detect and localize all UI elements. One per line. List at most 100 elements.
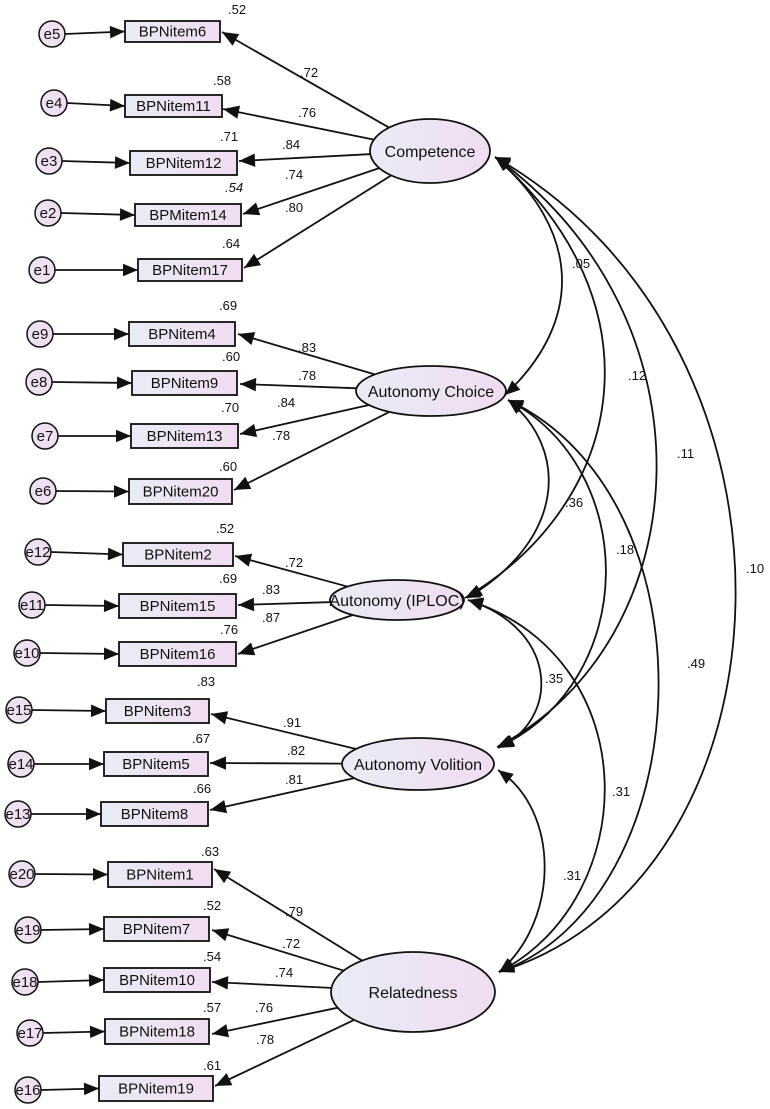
error-label: e18 [12,974,37,991]
loading-label: .78 [256,1032,274,1047]
r-squared-label: .83 [197,674,215,689]
correlation-label: .36 [565,495,583,510]
loading-arrowhead [234,476,252,490]
loading-label: .76 [255,1000,273,1015]
error-label: e3 [41,153,58,170]
r-squared-label: .69 [219,571,237,586]
error-label: e2 [40,205,57,222]
correlation-label: .31 [612,784,630,799]
item-box [104,1018,210,1045]
error-arrowhead [103,599,119,613]
error-label: e20 [9,866,34,883]
latent-factor [369,118,491,184]
loading-path [238,153,372,162]
item-box [128,321,236,347]
loading-arrowhead [212,1024,230,1038]
loading-label: .72 [282,936,300,951]
covariance-arrowhead [467,584,484,598]
loading-path [222,108,376,141]
item-box [134,203,242,227]
item-label: BPNitem3 [124,703,192,720]
error-label: e7 [37,428,54,445]
factor-label: Autonomy Volition [354,757,482,774]
error-term [38,20,66,48]
r-squared-label: .70 [221,400,239,415]
error-arrowhead [109,25,125,39]
error-term [28,256,56,284]
error-arrowhead [89,1025,105,1039]
item-box [122,542,234,567]
error-label: e12 [25,544,50,561]
item-label: BPNitem11 [136,98,211,115]
covariance-curve [498,399,607,748]
item-box [131,370,238,396]
error-arrowhead [90,704,106,718]
error-term [29,477,57,505]
item-label: BPNitem6 [139,24,207,41]
error-term [14,916,42,944]
loading-label: .78 [272,428,290,443]
loading-arrowhead [212,976,229,990]
error-arrowhead [116,376,132,390]
covariance-curve [466,399,550,599]
loading-arrowhead [238,642,256,656]
loading-path [214,1018,356,1087]
error-arrowhead [109,98,125,112]
error-arrowhead [116,429,131,443]
error-label: e6 [35,483,52,500]
r-squared-label: .58 [213,73,231,88]
item-label: BPNitem17 [152,262,228,279]
error-label: e1 [34,262,51,279]
loading-arrowhead [235,553,253,567]
item-box [118,593,237,619]
error-term [7,750,35,778]
error-label: e14 [8,756,33,773]
loading-arrowhead [210,799,228,814]
error-term [25,368,53,396]
loading-label: .82 [287,743,305,758]
covariance-curve [494,156,563,396]
error-term [4,800,32,828]
item-box [124,94,223,118]
r-squared-label: .54 [203,949,221,964]
loading-label: .72 [285,555,303,570]
loading-path [239,383,358,390]
r-squared-label: .52 [228,2,246,17]
factor-label: Relatedness [369,985,458,1002]
correlation-label: .05 [572,256,590,271]
error-arrowhead [119,208,135,221]
loading-path [209,776,356,811]
loading-label: .84 [277,395,295,410]
item-label: BPNitem8 [121,806,189,823]
item-label: BPNitem13 [147,428,223,445]
loading-arrowhead [240,423,258,438]
loading-label: .91 [283,715,301,730]
loading-label: .74 [285,167,303,182]
error-term [5,696,33,724]
loading-arrowhead [222,32,240,46]
error-term [35,147,63,175]
item-label: BPNitem10 [119,972,195,989]
item-label: BPNitem20 [143,484,219,501]
r-squared-label: .63 [201,844,219,859]
item-box [103,751,209,777]
correlation-label: .12 [628,368,646,383]
covariance-arrowhead [495,157,512,170]
loading-arrowhead [212,928,230,942]
loading-path [243,174,393,269]
item-box [103,967,211,993]
item-box [105,698,210,724]
loading-label: .72 [300,65,318,80]
loading-path [211,929,346,972]
item-box [137,258,243,282]
item-label: BPNitem19 [118,1081,194,1098]
error-term [16,1019,44,1047]
loading-path [209,762,344,765]
r-squared-label: .71 [220,129,238,144]
covariance-arrowhead [505,380,521,395]
error-label: e19 [15,922,40,939]
item-box [128,478,233,505]
covariance-curve [467,599,543,749]
item-label: BPMitem14 [149,207,227,224]
correlation-label: .11 [677,446,694,461]
